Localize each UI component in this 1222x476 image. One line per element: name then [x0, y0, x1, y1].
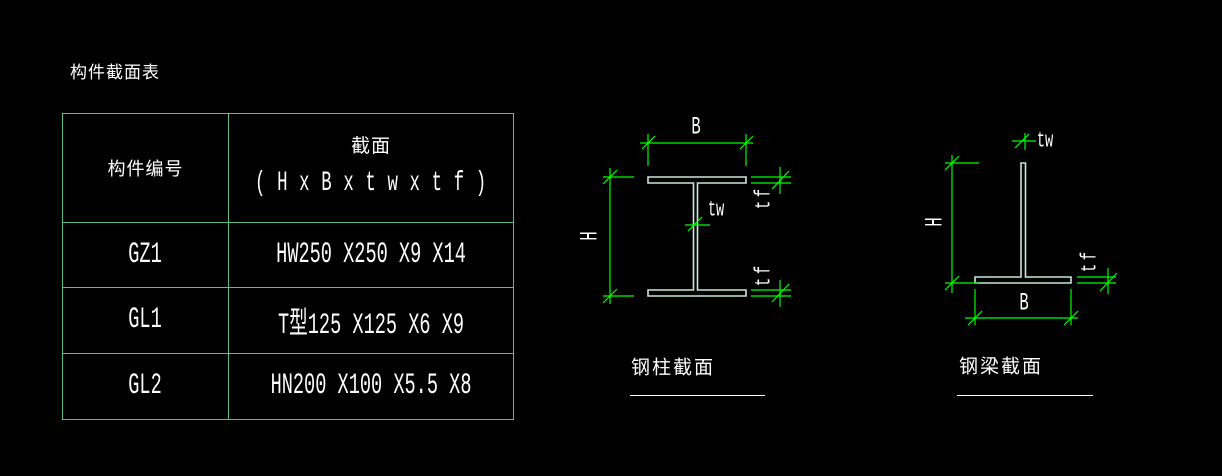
dim-h-column	[602, 168, 634, 304]
dim-h-beam	[944, 155, 979, 293]
t-beam-outline	[974, 162, 1072, 284]
dim-tf-column-bottom	[751, 280, 791, 307]
dim-tf-beam	[1077, 268, 1118, 294]
member-id-cell: GL2	[128, 369, 163, 403]
i-beam-outline	[647, 176, 747, 297]
header-member-id: 构件编号	[63, 114, 228, 222]
label-h-beam: H	[920, 217, 950, 227]
column-caption-underline	[630, 395, 765, 396]
table-row: GL1	[63, 287, 228, 353]
section-table: 构件编号 截面 ( H x B x t w x t f ) GZ1 HW250 …	[62, 113, 514, 420]
member-id-cell: GL1	[128, 303, 163, 337]
table-row: HN200 X100 X5.5 X8	[229, 353, 513, 419]
table-column-divider	[228, 114, 229, 419]
table-row-divider	[63, 222, 513, 223]
label-h-column: H	[575, 231, 605, 241]
drawing-title: 构件截面表	[70, 63, 160, 82]
table-row: HW250 X250 X9 X14	[229, 222, 513, 287]
dim-b-column	[640, 134, 754, 166]
section-cell: HN200 X100 X5.5 X8	[270, 369, 472, 403]
section-cell: T型125 X125 X6 X9	[277, 308, 465, 343]
table-row-divider	[63, 353, 513, 354]
beam-caption-underline	[957, 395, 1093, 396]
dim-tw-beam	[1012, 133, 1036, 150]
table-row: GZ1	[63, 222, 228, 287]
label-tf-beam: tf	[1077, 248, 1103, 273]
label-b-column: B	[691, 112, 701, 142]
label-tw-beam: tw	[1036, 128, 1054, 154]
label-b-beam: B	[1019, 288, 1029, 318]
header-section-title: 截面	[229, 126, 513, 162]
member-id-cell: GZ1	[128, 237, 163, 272]
header-section-formula-label: ( H x B x t w x t f )	[255, 167, 487, 199]
dim-tw-column	[685, 216, 710, 232]
beam-section-caption: 钢梁截面	[958, 356, 1044, 378]
section-cell: HW250 X250 X9 X14	[276, 237, 466, 272]
dim-tf-column-top	[751, 167, 791, 194]
column-section-caption: 钢柱截面	[630, 357, 716, 379]
label-tw-column: tw	[707, 197, 725, 223]
label-tf-column-bottom: tf	[751, 262, 777, 287]
table-row-divider	[63, 287, 513, 288]
table-row: GL2	[63, 353, 228, 419]
header-member-id-label: 构件编号	[107, 159, 184, 179]
table-row: T型125 X125 X6 X9	[229, 287, 513, 353]
label-tf-column-top: tf	[751, 185, 777, 210]
header-section-title-label: 截面	[350, 135, 391, 157]
header-section-formula: ( H x B x t w x t f )	[229, 164, 513, 202]
dim-b-beam	[965, 289, 1079, 326]
